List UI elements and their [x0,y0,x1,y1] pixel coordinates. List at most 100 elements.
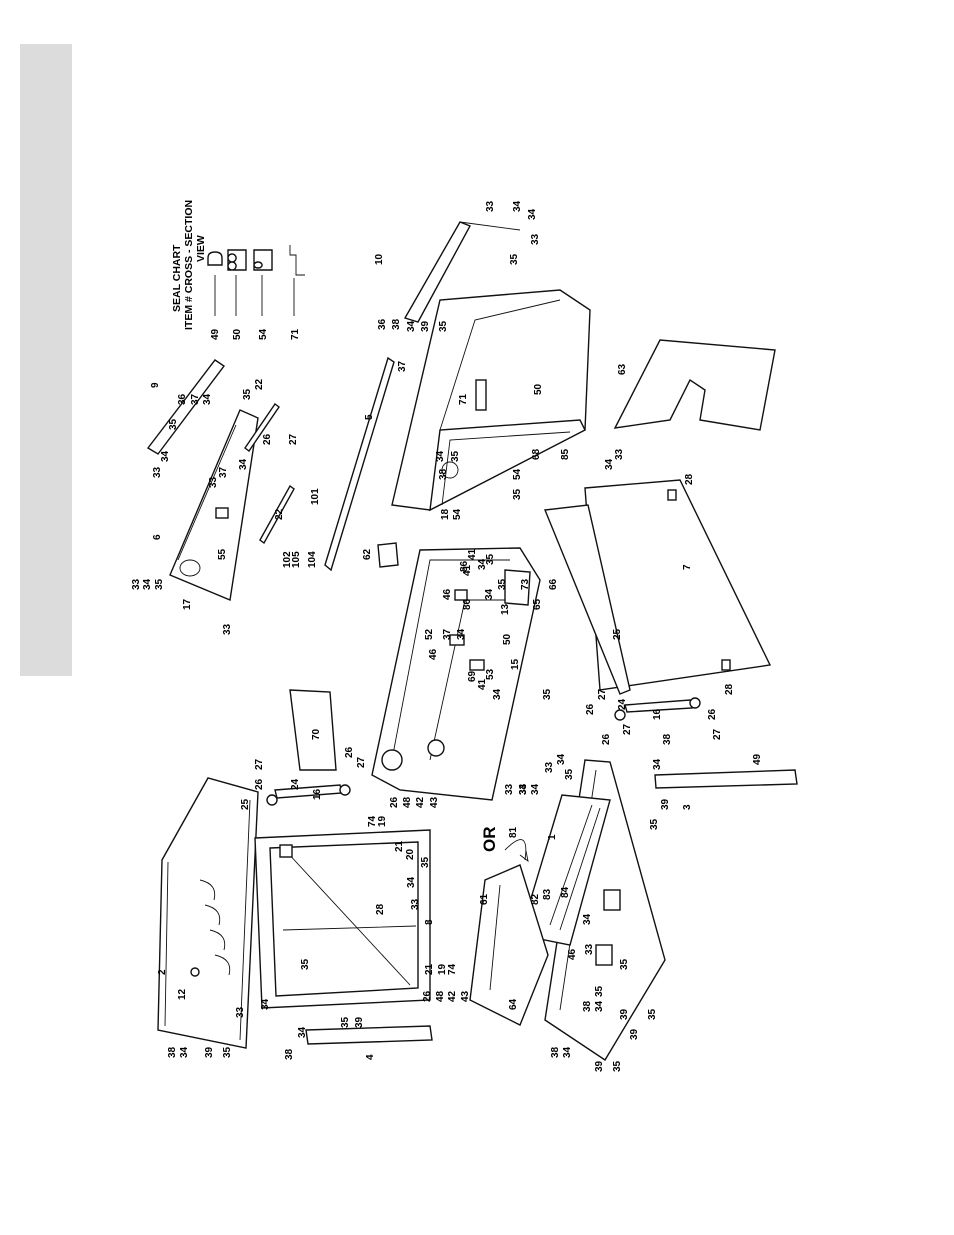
part-callout-label: 16 [652,708,663,720]
part-callout-label: 33 [530,233,541,245]
part-callout-label: 27 [254,758,265,770]
part-callout-label: 34 [652,758,663,770]
part-callout-label: 46 [567,948,578,960]
part-callout-label: 39 [594,1060,605,1072]
clip-seal-icon [253,249,273,271]
part-callout-label: 54 [452,508,463,520]
part-callout-label: 34 [484,588,495,600]
part-callout-label: 74 [367,815,378,827]
part-callout-label: 35 [542,688,553,700]
part-callout-label: 82 [530,893,541,905]
part-callout-label: 42 [415,796,426,808]
part-callout-label: 35 [168,418,179,430]
part-callout-label: 34 [562,1046,573,1058]
part-callout-label: 33 [584,943,595,955]
part-callout-label: 34 [297,1026,308,1038]
part-callout-label: 35 [340,1016,351,1028]
part-callout-label: 35 [509,253,520,265]
part-callout-label: 42 [447,990,458,1002]
part-callout-label: 34 [160,450,171,462]
part-callout-label: 33 [518,783,529,795]
part-callout-label: 41 [477,678,488,690]
part-callout-label: 34 [477,558,488,570]
part-callout-label: 34 [518,783,529,795]
part-callout-label: 34 [492,688,503,700]
d-seal-icon [207,251,223,266]
part-callout-label: 33 [208,476,219,488]
part-callout-label: 5 [364,414,375,420]
part-callout-label: 38 [438,468,449,480]
part-callout-label: 34 [530,783,541,795]
seal-chart: SEAL CHART ITEM # CROSS - SECTION VIEW 4… [171,200,305,340]
part-callout-label: 27 [356,756,367,768]
part-callout-label: 25 [240,798,251,810]
part-callout-label: 34 [512,200,523,212]
part-callout-label: 38 [284,1048,295,1060]
part-callout-label: 34 [556,753,567,765]
center-chassis [371,547,541,801]
part-callout-label: 101 [310,488,321,505]
strip-panel [146,359,226,455]
seal-item-71: 71 [290,328,301,340]
small-plate [504,569,531,606]
or-label: OR [480,827,499,853]
support-strut-left [266,784,351,806]
part-callout-label: 27 [712,728,723,740]
part-callout-label: 1 [547,834,558,840]
part-callout-label: 39 [420,320,431,332]
part-callout-label: 35 [512,488,523,500]
seal-chart-subtitle2: VIEW [195,235,207,262]
top-rail [403,221,521,323]
part-callout-label: 4 [365,1054,376,1060]
part-callout-label: 48 [435,990,446,1002]
part-callout-label: 33 [544,761,555,773]
part-callout-label: 37 [397,360,408,372]
part-callout-label: 8 [424,919,435,925]
part-callout-label: 63 [617,363,628,375]
part-callout-label: 38 [582,1000,593,1012]
part-callout-label: 62 [362,548,373,560]
part-callout-label: 24 [617,698,628,710]
part-callout-label: 35 [619,958,630,970]
part-callout-label: 35 [649,818,660,830]
part-callout-label: 66 [548,578,559,590]
frame-assembly [254,829,431,1009]
part-callout-label: 17 [182,598,193,610]
part-callout-label: 33 [504,783,515,795]
part-callout-label: 84 [560,886,571,898]
seal-item-54: 54 [258,328,269,340]
part-callout-label: 6 [152,534,163,540]
part-callout-label: 65 [532,598,543,610]
seal-item-50: 50 [232,328,243,340]
part-callout-label: 26 [601,733,612,745]
part-callout-label: 7 [682,564,693,570]
part-callout-label: 33 [235,1006,246,1018]
part-callout-label: 34 [179,1046,190,1058]
part-callout-label: 19 [437,963,448,975]
part-callout-label: 2 [157,969,168,975]
part-callout-label: 49 [752,753,763,765]
seal-item-49: 49 [210,328,221,340]
part-callout-label: 35 [497,578,508,590]
side-rail [305,1025,433,1045]
part-callout-label: 34 [527,208,538,220]
part-callout-label: 34 [594,1000,605,1012]
part-callout-label: 21 [424,963,435,975]
part-callout-label: 9 [150,382,161,388]
part-callout-label: 70 [311,728,322,740]
part-callout-label: 22 [274,508,285,520]
part-callout-label: 36 [377,318,388,330]
part-callout-label: 34 [456,628,467,640]
part-callout-label: 27 [597,688,608,700]
part-callout-label: 69 [467,670,478,682]
part-callout-label: 36 [177,393,188,405]
part-callout-label: 102 [282,551,293,568]
part-callout-label: 38 [662,733,673,745]
lower-rail [654,769,798,789]
part-callout-label: 86 [459,560,470,572]
part-callout-label: 81 [508,826,519,838]
part-callout-label: 34 [406,876,417,888]
support-strut-right [614,697,701,721]
part-callout-label: 26 [585,703,596,715]
